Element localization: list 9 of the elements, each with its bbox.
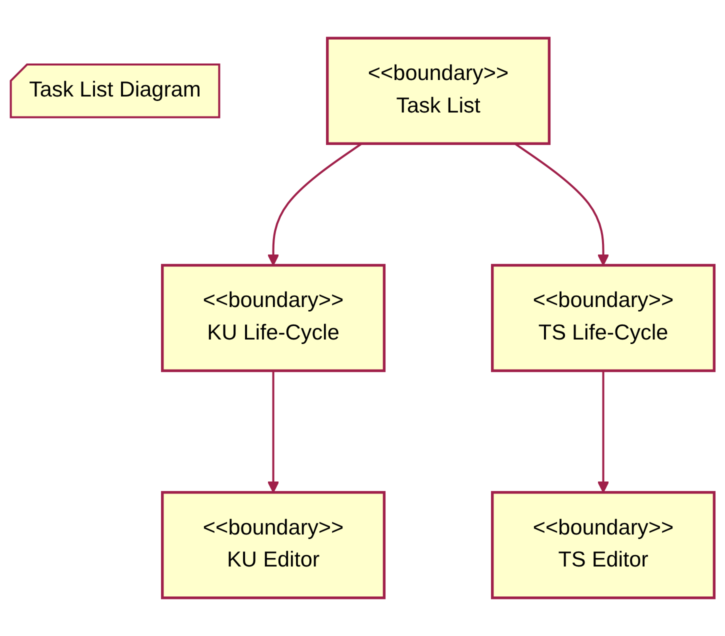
arrow [267,142,362,266]
node-box: <<boundary>> KU Life-Cycle [161,264,386,372]
node-box: <<boundary>> KU Editor [161,491,386,600]
node-box: <<boundary>> TS Life-Cycle [491,264,716,372]
arrow [514,142,610,266]
node-box: <<boundary>> TS Editor [491,491,716,600]
arrow [597,370,610,493]
node-box: <<boundary>> Task List [326,36,551,145]
arrow [267,370,280,493]
